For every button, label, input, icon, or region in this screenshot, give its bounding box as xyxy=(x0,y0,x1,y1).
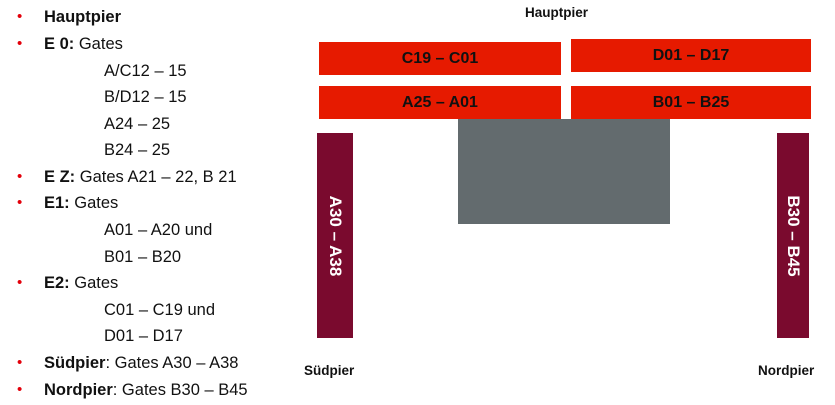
item-title: Hauptpier xyxy=(44,8,122,26)
item-title: E 0: xyxy=(44,35,75,53)
item-text: Gates A21 – 22, B 21 xyxy=(75,168,237,186)
bullet-dot: • xyxy=(17,35,23,52)
bullet-dot: • xyxy=(17,194,23,211)
terminal-building xyxy=(458,119,670,224)
item-title: Südpier xyxy=(44,354,106,372)
gate-range-label: A25 – A01 xyxy=(402,93,478,111)
item-text: Gates xyxy=(74,35,123,53)
terminal-diagram: Hauptpier C19 – C01 D01 – D17 A25 – A01 … xyxy=(300,0,835,405)
subitem-text: B/D12 – 15 xyxy=(104,88,187,106)
nordpier-block: B30 – B45 xyxy=(777,133,809,338)
suedpier-block: A30 – A38 xyxy=(317,133,353,338)
item-text: : Gates B30 – B45 xyxy=(112,381,248,399)
item-title: Nordpier xyxy=(44,381,113,399)
subitem-text: A01 – A20 und xyxy=(104,221,213,239)
gate-range-label: A30 – A38 xyxy=(326,195,345,276)
subitem-text: B01 – B20 xyxy=(104,248,182,266)
gate-range-label: D01 – D17 xyxy=(652,46,730,64)
bullet-dot: • xyxy=(17,168,23,185)
subitem-text: C01 – C19 und xyxy=(104,301,215,319)
hauptpier-label: Hauptpier xyxy=(525,5,589,20)
subitem-text: A24 – 25 xyxy=(104,115,171,133)
item-title: E1: xyxy=(44,194,70,212)
subitem-text: D01 – D17 xyxy=(104,327,183,345)
gate-list: • Hauptpier • E 0: Gates A/C12 – 15 B/D1… xyxy=(0,0,300,405)
subitem-text: A/C12 – 15 xyxy=(104,62,187,80)
nordpier-label: Nordpier xyxy=(758,363,815,378)
pier-block-c19-c01: C19 – C01 xyxy=(319,42,561,75)
item-text: Gates xyxy=(69,274,119,292)
bullet-dot: • xyxy=(17,274,23,291)
bullet-dot: • xyxy=(17,381,23,398)
item-text: Gates xyxy=(69,194,119,212)
bullet-dot: • xyxy=(17,8,23,25)
item-title: E2: xyxy=(44,274,70,292)
item-title: E Z: xyxy=(44,168,76,186)
suedpier-label: Südpier xyxy=(304,363,355,378)
gate-range-label: C19 – C01 xyxy=(401,49,479,67)
gate-range-label: B01 – B25 xyxy=(652,93,730,111)
item-text: : Gates A30 – A38 xyxy=(105,354,239,372)
gate-range-label: B30 – B45 xyxy=(784,194,803,277)
pier-block-a25-a01: A25 – A01 xyxy=(319,86,561,119)
pier-block-d01-d17: D01 – D17 xyxy=(571,39,811,72)
subitem-text: B24 – 25 xyxy=(104,141,171,159)
bullet-dot: • xyxy=(17,354,23,371)
pier-block-b01-b25: B01 – B25 xyxy=(571,86,811,119)
